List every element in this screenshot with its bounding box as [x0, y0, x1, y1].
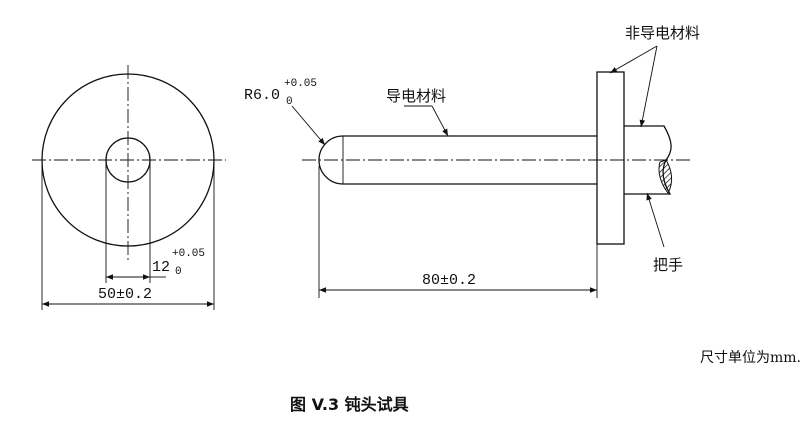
outer-dim-tolerance: ±0.2: [116, 286, 152, 303]
handle-label: 把手: [653, 256, 683, 274]
handle-break-hatch: [658, 159, 673, 194]
unit-note: 尺寸单位为mm.: [700, 350, 801, 366]
radius-lower-tol: 0: [286, 96, 293, 108]
length-dim-tolerance: ±0.2: [440, 272, 476, 289]
nonconductive-material-label: 非导电材料: [625, 24, 700, 42]
inner-dim-value: 12: [152, 259, 170, 276]
nonconductive-flange: [596, 71, 625, 245]
radius-leader: [291, 105, 326, 146]
conductive-material-label: 导电材料: [386, 87, 446, 105]
radius-upper-tol: +0.05: [284, 78, 317, 90]
nonconductive-leader-handle: [639, 45, 658, 128]
nonconductive-leader-flange: [609, 45, 658, 74]
side-view: [291, 45, 690, 298]
inner-dim-upper-tol: +0.05: [172, 248, 205, 260]
handle-leader: [646, 192, 665, 248]
figure-caption: 图 V.3 钝头试具: [290, 395, 409, 414]
length-dim-value: 80: [422, 272, 440, 289]
inner-dim-lower-tol: 0: [175, 266, 182, 278]
front-view: [32, 65, 226, 310]
radius-value: R6.0: [244, 87, 280, 104]
outer-dim-value: 50: [98, 286, 116, 303]
